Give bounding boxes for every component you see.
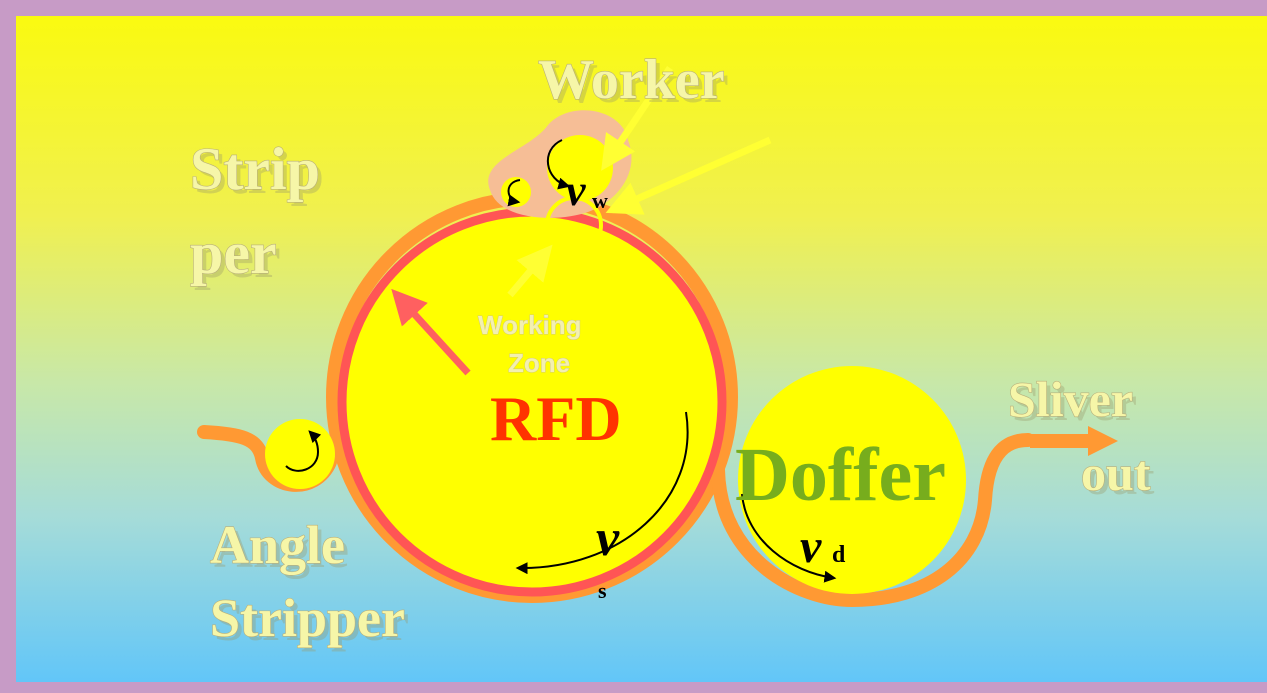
worker-label: Worker <box>538 49 725 111</box>
working-zone-label-arrow <box>507 244 553 298</box>
stripper-label-line1: Strip <box>190 136 320 202</box>
doffer-web-path <box>711 433 1035 608</box>
doffer-label: Doffer <box>735 433 946 517</box>
doffer-rotation-icon <box>741 493 837 583</box>
angle-stripper-rotation-icon <box>285 430 322 472</box>
stripper-label-line1-shadow: Strip <box>194 140 324 206</box>
sliver-out-arrowhead <box>1088 426 1118 456</box>
sliver-label-line1-shadow: Sliver <box>1012 375 1137 431</box>
rfd-label: RFD <box>490 383 622 454</box>
sliver-label-line1: Sliver <box>1008 371 1133 427</box>
cylinder-velocity-symbol: v <box>596 510 620 567</box>
cylinder-velocity-subscript: s <box>598 578 607 603</box>
angle-stripper-label-line2: Stripper <box>210 588 405 648</box>
worker-rotation-icon <box>546 139 571 190</box>
working-zone-label-line1: Working <box>478 310 582 340</box>
stripper-label-line2: per <box>190 220 277 286</box>
working-zone-pointer-arrow <box>605 136 772 215</box>
working-zone-label-line2: Zone <box>508 348 570 378</box>
cylinder-radius-arrow <box>391 288 471 376</box>
worker-pointer-arrow <box>601 66 673 171</box>
angle-stripper-label-line2-shadow: Stripper <box>214 592 409 652</box>
angle-stripper-roller <box>265 419 335 489</box>
stripper-rotation-icon <box>507 179 521 207</box>
angle-stripper-label-line1: Angle <box>210 515 345 575</box>
stripper-label-line2-shadow: per <box>194 224 281 290</box>
sliver-label-line2-shadow: out <box>1085 449 1155 505</box>
sliver-out-bar <box>1030 434 1092 448</box>
doffer-roller <box>738 366 966 594</box>
doffer-velocity-symbol: v <box>800 520 822 573</box>
angle-stripper-label-line1-shadow: Angle <box>214 519 349 579</box>
worker-velocity-symbol: v <box>566 166 586 215</box>
doffer-velocity-subscript: d <box>832 542 846 568</box>
worker-label-shadow: Worker <box>542 53 729 115</box>
cylinder-rotation-icon <box>515 411 689 575</box>
sliver-label-line2: out <box>1081 445 1151 501</box>
worker-velocity-subscript: w <box>592 188 608 213</box>
working-zone-ring <box>545 196 603 254</box>
